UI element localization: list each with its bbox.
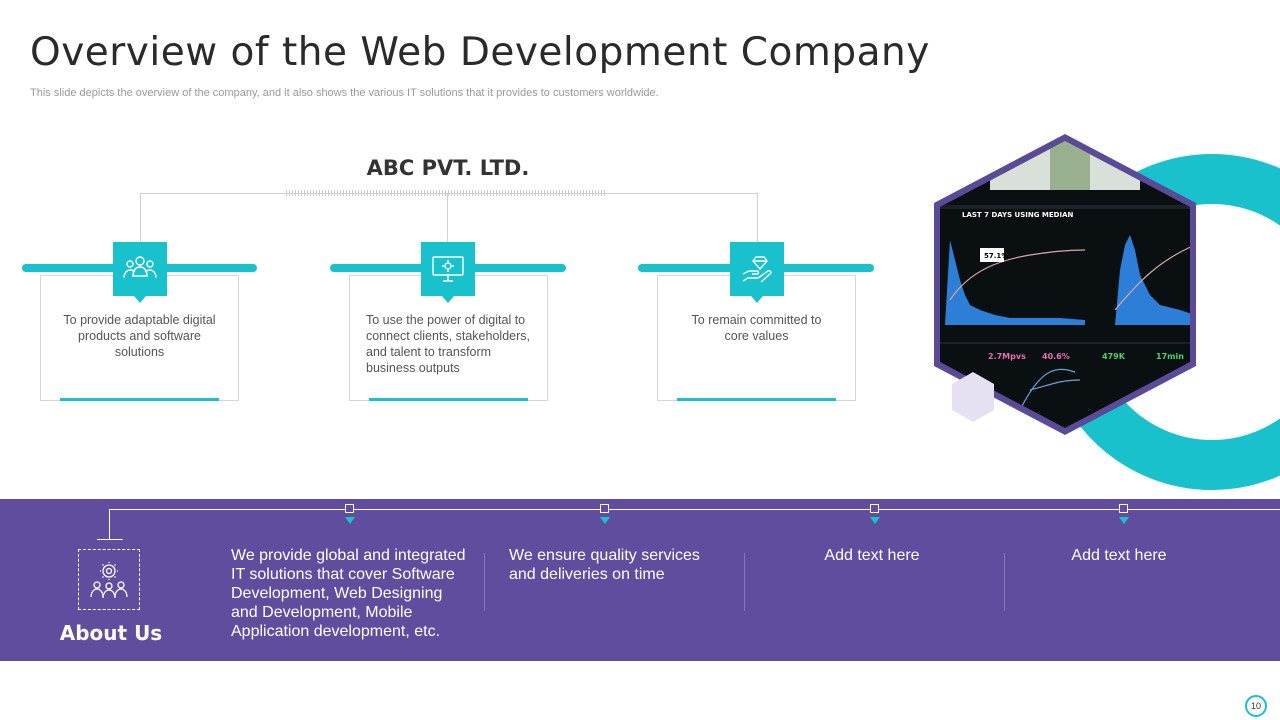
diamond-icon-box	[730, 242, 784, 296]
about-text: We ensure quality services and deliverie…	[509, 547, 700, 583]
timeline-node	[870, 504, 879, 513]
ground-line	[97, 539, 123, 540]
objective-text: To use the power of digital to connect c…	[366, 313, 530, 375]
card-accent-line	[677, 398, 836, 401]
small-hexagon	[952, 372, 994, 422]
timeline-node	[345, 504, 354, 513]
about-us-label: About Us	[59, 621, 163, 645]
company-name: ABC PVT. LTD.	[366, 156, 530, 180]
about-text: We provide global and integrated IT solu…	[231, 547, 466, 640]
connector-right	[757, 193, 758, 243]
divider	[484, 553, 485, 611]
pointer-icon	[1119, 517, 1129, 524]
card-accent-line	[369, 398, 528, 401]
about-icon-box	[78, 549, 140, 610]
timeline-line	[109, 509, 1280, 510]
card-accent-line	[60, 398, 219, 401]
pointer-icon	[870, 517, 880, 524]
timeline-node	[600, 504, 609, 513]
hand-diamond-icon	[742, 256, 772, 283]
pointer-icon	[600, 517, 610, 524]
connector-left	[140, 193, 141, 243]
timeline-node	[1119, 504, 1128, 513]
objective-text: To remain committed to core values	[691, 313, 822, 343]
image-stat: 17min	[1156, 352, 1184, 361]
pointer-icon	[442, 296, 454, 303]
about-text: Add text here	[1071, 547, 1167, 564]
objective-card: To use the power of digital to connect c…	[349, 275, 548, 401]
image-heading: LAST 7 DAYS USING MEDIAN	[962, 211, 1073, 219]
image-value-label: 57.1%	[984, 252, 1008, 260]
team-icon	[123, 256, 157, 279]
image-stat: 479K	[1102, 352, 1126, 361]
connector-center	[447, 193, 448, 243]
slide-title: Overview of the Web Development Company	[30, 30, 930, 75]
team-icon-box	[113, 242, 167, 296]
about-text: Add text here	[824, 547, 920, 564]
monitor-gear-icon	[432, 256, 464, 282]
page-number: 10	[1245, 695, 1267, 717]
divider	[1004, 553, 1005, 611]
monitor-icon-box	[421, 242, 475, 296]
people-gear-icon	[90, 561, 128, 598]
about-band	[0, 499, 1280, 661]
pointer-icon	[134, 296, 146, 303]
connector-horizontal	[140, 193, 757, 194]
timeline-stem	[109, 509, 110, 539]
decorative-ring-and-hexagon: LAST 7 DAYS USING MEDIAN 57.1% 2.7Mpvs 4…	[934, 134, 1280, 490]
image-stat: 40.6%	[1042, 352, 1070, 361]
divider	[744, 553, 745, 611]
pointer-icon	[345, 517, 355, 524]
slide-subtitle: This slide depicts the overview of the c…	[30, 87, 659, 99]
image-stat: 2.7Mpvs	[988, 352, 1026, 361]
pointer-icon	[751, 296, 763, 303]
objective-text: To provide adaptable digital products an…	[63, 313, 216, 359]
